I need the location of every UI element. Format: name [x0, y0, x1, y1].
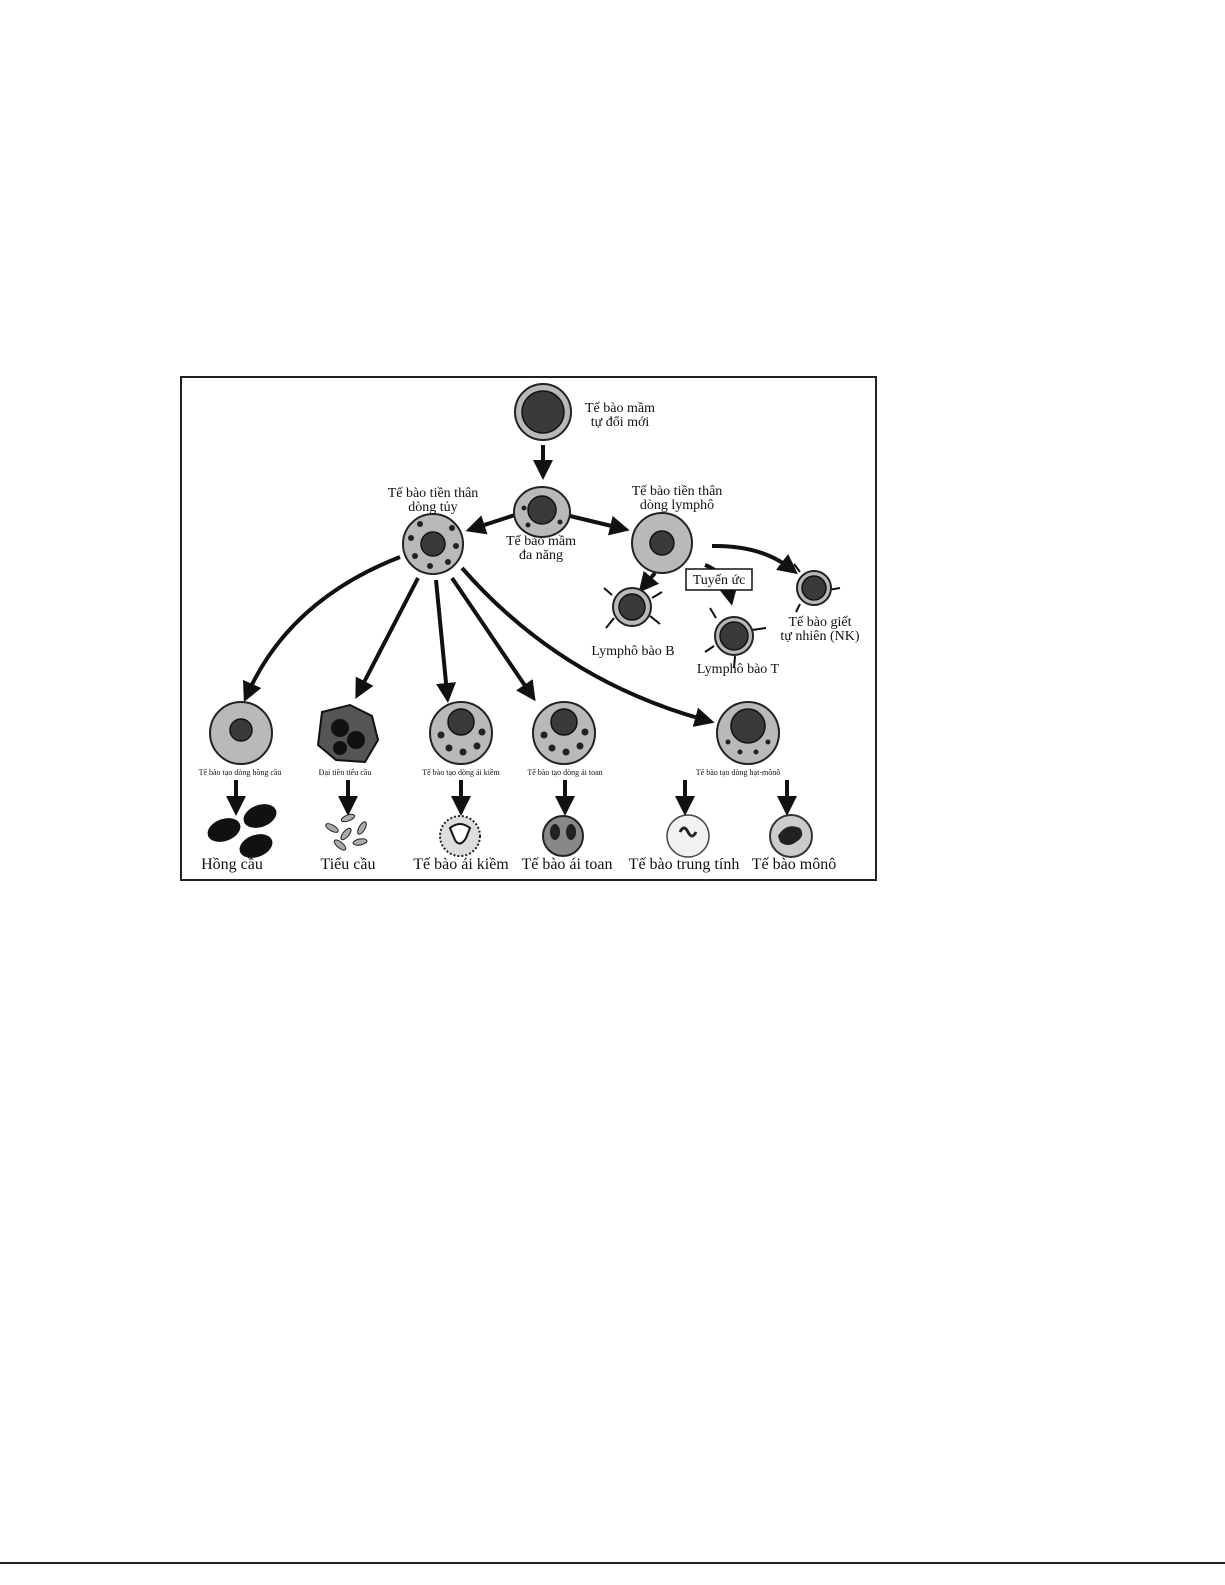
b-lymphocyte	[603, 587, 663, 629]
granulocyte-monocyte-precursor	[716, 701, 780, 765]
label-neutrophil: Tế bào trung tính	[629, 856, 740, 873]
label-multipotent-1: Tế bào mầm	[506, 534, 576, 549]
label-monocyte: Tế bào mônô	[752, 856, 836, 873]
label-nk-1: Tế bào giết	[789, 615, 852, 630]
lymphoid-progenitor-cell	[631, 512, 693, 574]
label-lymphoid-2: dòng lymphô	[640, 498, 714, 513]
label-red-blood-cell: Hồng cầu	[201, 856, 263, 873]
label-precursor-megakaryoblast: Đại tiền tiểu cầu	[319, 768, 372, 777]
label-precursor-basophil: Tế bào tạo dòng ái kiềm	[422, 768, 500, 777]
stem-cell-self-renewing	[514, 383, 572, 441]
eosinophil-precursor	[532, 701, 596, 765]
t-lymphocyte	[704, 607, 767, 669]
red-blood-cells	[207, 804, 277, 858]
basophil	[439, 815, 481, 857]
label-platelet: Tiểu cầu	[321, 856, 376, 873]
label-precursor-erythroid: Tế bào tạo dòng hồng cầu	[199, 768, 282, 777]
stem-cell-multipotent	[513, 486, 571, 538]
nk-cell	[793, 563, 841, 613]
eosinophil	[542, 815, 584, 857]
label-myeloid-2: dòng tủy	[408, 500, 457, 515]
platelets	[325, 813, 368, 851]
neutrophil	[666, 814, 710, 858]
myeloid-progenitor-cell	[402, 513, 464, 575]
label-stem-self-renewing-2: tự đổi mới	[591, 415, 650, 430]
label-basophil: Tế bào ái kiềm	[413, 856, 509, 873]
monocyte	[769, 814, 813, 858]
label-b-cell: Lymphô bào B	[591, 644, 674, 659]
label-precursor-eosinophil: Tế bào tạo dòng ái toan	[527, 768, 602, 777]
arrows	[226, 445, 798, 816]
basophil-precursor	[429, 701, 493, 765]
label-multipotent-2: đa năng	[519, 548, 563, 563]
label-eosinophil: Tế bào ái toan	[521, 856, 612, 873]
label-precursor-granulocyte-monocyte: Tế bào tạo dòng hạt-mônô	[696, 768, 780, 777]
erythroid-precursor	[209, 701, 273, 765]
label-myeloid-1: Tế bào tiền thân	[388, 486, 479, 501]
label-lymphoid-1: Tế bào tiền thân	[632, 484, 723, 499]
label-t-cell: Lymphô bào T	[697, 662, 780, 677]
label-thymus: Tuyến ức	[693, 573, 746, 588]
thymus-box	[685, 568, 753, 591]
label-nk-2: tự nhiên (NK)	[780, 629, 859, 644]
figure-frame	[180, 376, 877, 881]
label-stem-self-renewing-1: Tế bào mầm	[585, 401, 655, 416]
megakaryoblast	[316, 703, 380, 764]
